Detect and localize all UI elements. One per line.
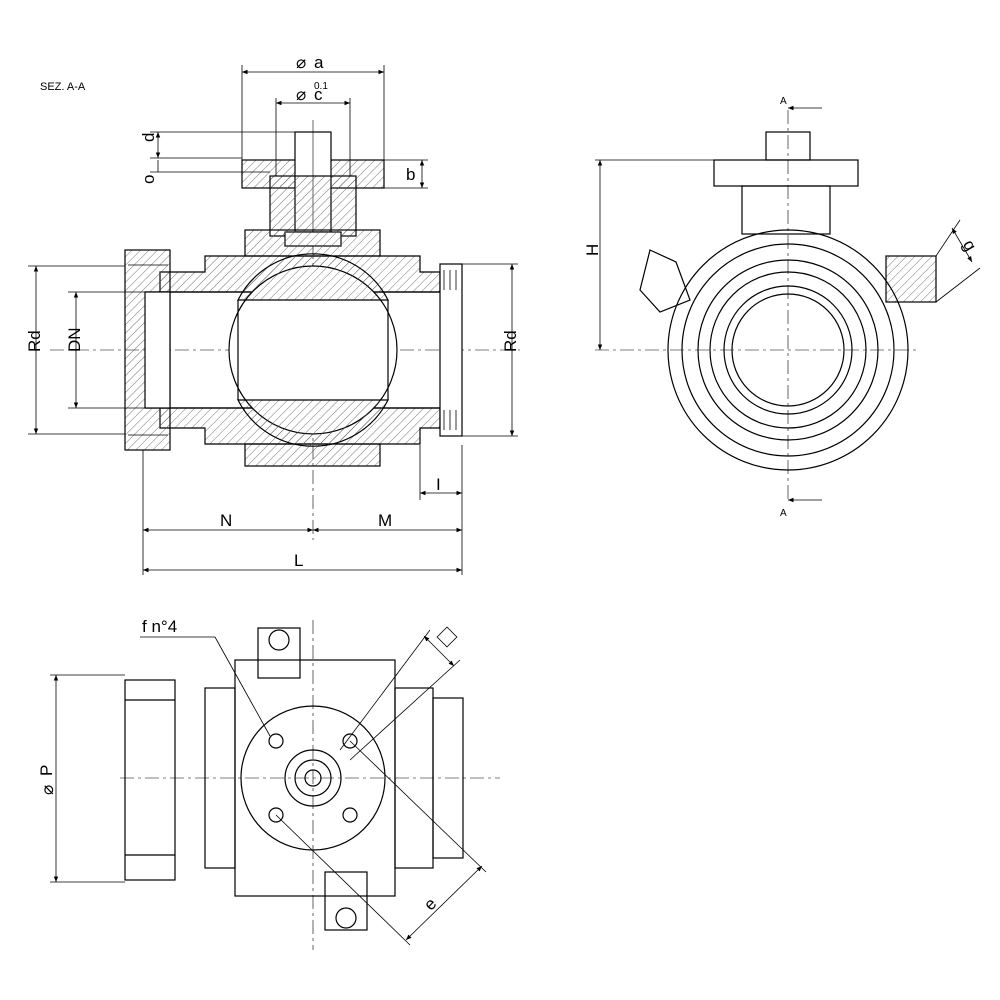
dim-e-label: e: [420, 894, 440, 914]
dim-a-symbol: ⌀: [296, 53, 306, 72]
dim-g-label: g: [959, 237, 980, 255]
dim-l-label: L: [294, 551, 303, 570]
dim-h-label: H: [583, 244, 602, 256]
section-title: SEZ. A-A: [40, 81, 86, 93]
dim-a-label: a: [314, 53, 324, 72]
dim-dn-label: DN: [65, 327, 84, 352]
dim-rd-right-label: Rd: [501, 330, 520, 352]
dim-rd-left-label: Rd: [25, 330, 44, 352]
dim-b-label: b: [406, 165, 415, 184]
dim-c-tolerance: 0.1: [314, 81, 328, 92]
dim-f-label: f n°4: [142, 617, 177, 636]
dim-n-label: N: [220, 511, 232, 530]
dim-c-label: c: [314, 85, 323, 104]
dim-m-label: M: [378, 511, 392, 530]
dim-d-label: d: [139, 133, 158, 142]
section-marker-bottom: A: [780, 508, 787, 519]
dim-o-label: o: [139, 175, 158, 184]
side-view: A A H g: [583, 96, 980, 519]
dim-i-label: I: [436, 475, 441, 494]
dim-p-label: P: [37, 765, 56, 776]
dim-c-symbol: ⌀: [296, 85, 306, 104]
top-view: f n°4 ⌀ P e: [37, 617, 500, 950]
section-marker-top: A: [780, 96, 787, 107]
section-view: SEZ. A-A: [25, 53, 520, 575]
dim-p-symbol: ⌀: [38, 785, 57, 795]
